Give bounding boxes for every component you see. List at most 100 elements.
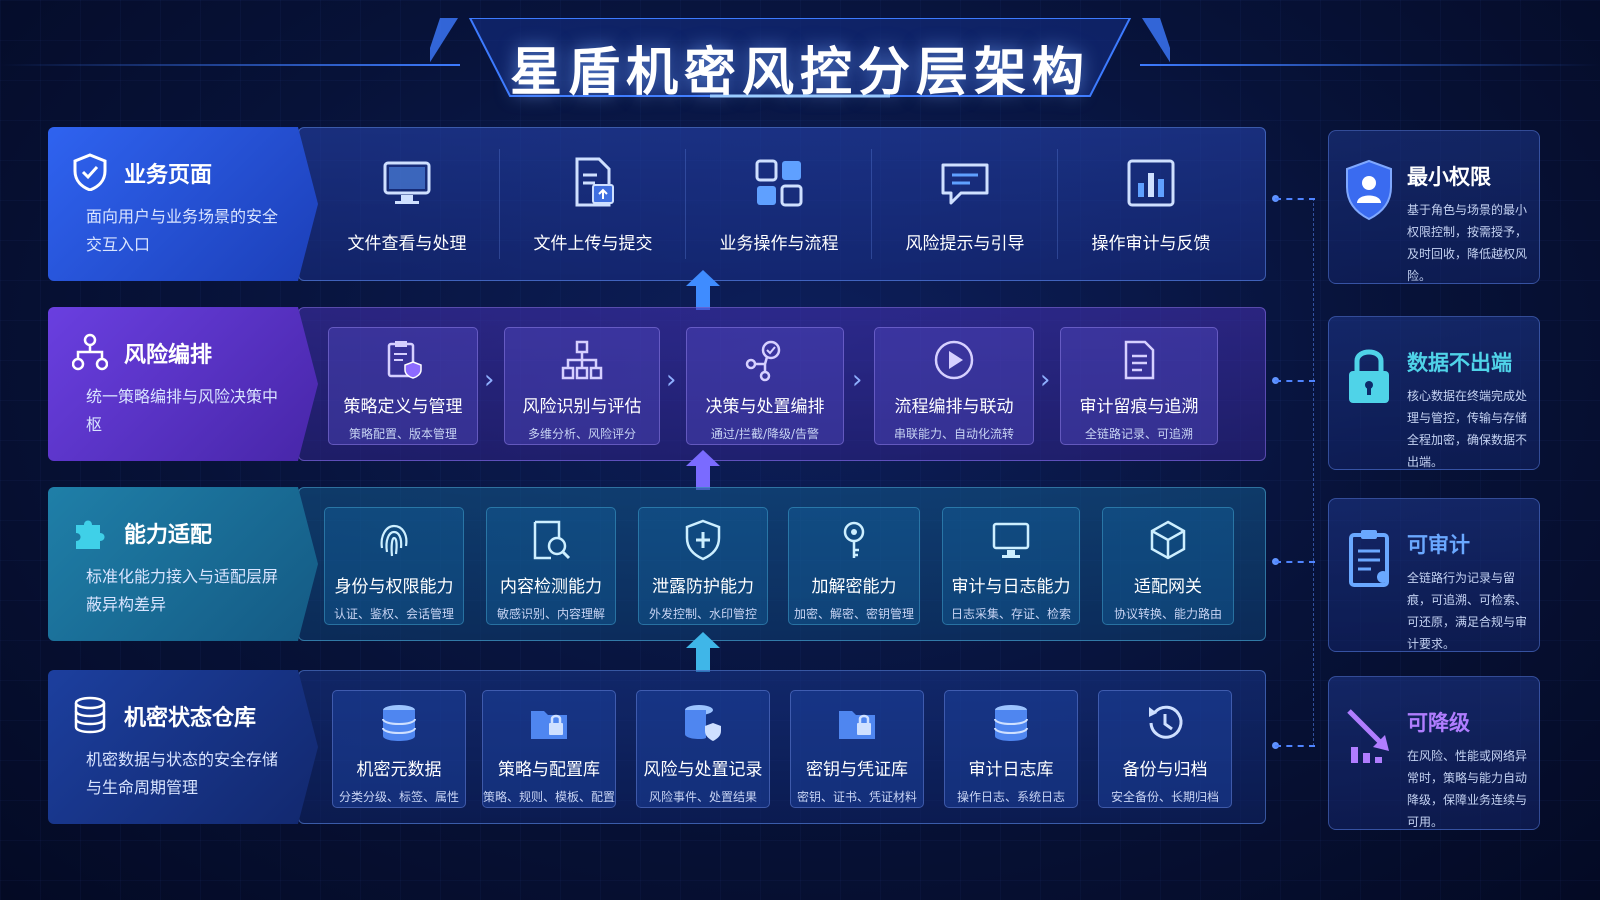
card-title: 风险识别与评估 [522,397,642,417]
history-icon [1149,705,1183,739]
folder-lock-icon [531,711,567,739]
puzzle-icon [76,520,105,549]
card-confidential-metadata[interactable]: 机密元数据 分类分级、标签、属性 [332,690,466,808]
layer-description: 机密数据与状态的安全存储与生命周期管理 [86,750,279,797]
layer-title: 机密状态仓库 [124,706,257,731]
title-line-right [1140,64,1600,66]
layer-panel [298,670,1266,824]
layer-header: 能力适配 标准化能力接入与适配层屏蔽异构差异 [48,487,318,641]
card-title: 策略定义与管理 [343,397,463,417]
chevron-right-icon: › [666,365,677,395]
card-backup-archive[interactable]: 备份与归档 安全备份、长期归档 [1098,690,1232,808]
monitor-icon [992,522,1030,558]
card-audit-log-repo[interactable]: 审计日志库 操作日志、系统日志 [944,690,1078,808]
item-label: 业务操作与流程 [719,234,839,254]
layer-business-page: 业务页面 面向用户与业务场景的安全交互入口 文件查看与处理 文件上传与提交 [48,127,1266,281]
divider [871,149,872,259]
card-subtitle: 认证、鉴权、会话管理 [333,607,454,621]
card-title: 审计日志库 [968,760,1054,780]
layer-panel [298,307,1266,461]
card-title: 审计与日志能力 [951,577,1071,597]
card-adapter-gateway[interactable]: 适配网关 协议转换、能力路由 [1102,507,1234,625]
database-shield-icon [685,705,721,741]
chevron-right-icon: › [484,365,495,395]
layer-confidential-state-repository: 机密状态仓库 机密数据与状态的安全存储与生命周期管理 机密元数据 分类分级、标签… [48,670,1266,824]
card-title: 决策与处置编排 [705,397,825,417]
card-audit-trace[interactable]: 审计留痕与追溯 全链路记录、可追溯 [1060,327,1218,445]
item-label: 风险提示与引导 [905,234,1025,254]
connector-dash [1275,745,1315,747]
item-label: 文件查看与处理 [347,234,467,254]
card-subtitle: 风险事件、处置结果 [648,790,757,804]
up-arrow-icon [686,632,720,672]
page-title: 星盾机密风控分层架构 [509,43,1090,103]
principle-description: 基于角色与场景的最小权限控制，按需授予，及时回收，降低越权风险。 [1407,203,1528,283]
item-file-view[interactable]: 文件查看与处理 [314,155,500,265]
layer-risk-orchestration: 风险编排 统一策略编排与风险决策中枢 策略定义与管理 策略配置、版本管理 › 风… [48,307,1266,461]
item-label: 操作审计与反馈 [1091,234,1211,254]
card-title: 流程编排与联动 [894,397,1014,417]
up-arrow-icon [686,270,720,310]
card-encryption[interactable]: 加解密能力 加密、解密、密钥管理 [788,507,920,625]
card-risk-disposal-records[interactable]: 风险与处置记录 风险事件、处置结果 [636,690,770,808]
layer-capability-adaptation: 能力适配 标准化能力接入与适配层屏蔽异构差异 身份与权限能力 认证、鉴权、会话管… [48,487,1266,641]
shield-check-icon [73,153,107,191]
item-business-operation[interactable]: 业务操作与流程 [686,155,872,265]
clipboard-audit-icon [1349,530,1389,587]
principle-title: 可降级 [1407,711,1470,735]
principle-description: 核心数据在终端完成处理与管控，传输与存储全程加密，确保数据不出端。 [1407,389,1528,469]
card-policy-definition[interactable]: 策略定义与管理 策略配置、版本管理 [328,327,478,445]
title-line-left [0,64,460,66]
lock-icon [1349,349,1389,403]
card-subtitle: 分类分级、标签、属性 [338,790,459,804]
item-risk-prompt[interactable]: 风险提示与引导 [872,155,1058,265]
card-subtitle: 外发控制、水印管控 [648,607,757,621]
card-workflow-orchestration[interactable]: 流程编排与联动 串联能力、自动化流转 [874,327,1034,445]
card-title: 密钥与凭证库 [806,760,908,780]
card-risk-identification[interactable]: 风险识别与评估 多维分析、风险评分 [504,327,660,445]
layer-panel [298,127,1266,281]
decision-flow-icon [745,340,781,382]
card-subtitle: 安全备份、长期归档 [1110,790,1219,804]
card-subtitle: 通过/拦截/降级/告警 [710,427,820,441]
layer-description: 统一策略编排与风险决策中枢 [86,387,279,434]
card-subtitle: 策略配置、版本管理 [348,427,457,441]
layer-header: 风险编排 统一策略编排与风险决策中枢 [48,307,318,461]
connector-dash [1275,561,1315,563]
layer-title: 风险编排 [124,343,213,368]
title-frame-decoration [430,18,1170,98]
chat-bubble-icon [941,163,989,205]
org-chart-icon [72,333,108,371]
card-decision-orchestration[interactable]: 决策与处置编排 通过/拦截/降级/告警 [686,327,844,445]
card-title: 机密元数据 [356,760,442,780]
cube-icon [1150,520,1186,560]
card-identity-permission[interactable]: 身份与权限能力 认证、鉴权、会话管理 [324,507,464,625]
card-title: 适配网关 [1134,577,1202,597]
card-leak-protection[interactable]: 泄露防护能力 外发控制、水印管控 [638,507,768,625]
folder-lock-icon [839,711,875,739]
bar-chart-icon [1127,159,1175,207]
card-content-detection[interactable]: 内容检测能力 敏感识别、内容理解 [486,507,616,625]
principle-degradable: 可降级 在风险、性能或网络异常时，策略与能力自动降级，保障业务连续与可用。 [1328,676,1540,830]
principle-description: 在风险、性能或网络异常时，策略与能力自动降级，保障业务连续与可用。 [1407,749,1528,829]
card-title: 风险与处置记录 [643,760,763,780]
principle-title: 最小权限 [1407,165,1491,189]
divider [499,149,500,259]
card-title: 身份与权限能力 [334,577,454,597]
layer-panel [298,487,1266,641]
item-operation-audit[interactable]: 操作审计与反馈 [1058,155,1244,265]
fingerprint-icon [380,524,408,557]
chevron-right-icon: › [852,365,863,395]
hierarchy-icon [561,340,603,380]
card-subtitle: 日志采集、存证、检索 [950,607,1071,621]
apps-grid-icon [755,159,803,207]
connector-dash [1275,198,1315,200]
card-title: 内容检测能力 [500,577,602,597]
card-policy-config-repo[interactable]: 策略与配置库 策略、规则、模板、配置 [482,690,616,808]
card-key-credential-repo[interactable]: 密钥与凭证库 密钥、证书、凭证材料 [790,690,924,808]
layer-description: 面向用户与业务场景的安全交互入口 [86,207,279,254]
card-subtitle: 敏感识别、内容理解 [496,607,605,621]
card-title: 泄露防护能力 [652,577,754,597]
item-file-upload[interactable]: 文件上传与提交 [500,155,686,265]
card-audit-logging[interactable]: 审计与日志能力 日志采集、存证、检索 [942,507,1080,625]
